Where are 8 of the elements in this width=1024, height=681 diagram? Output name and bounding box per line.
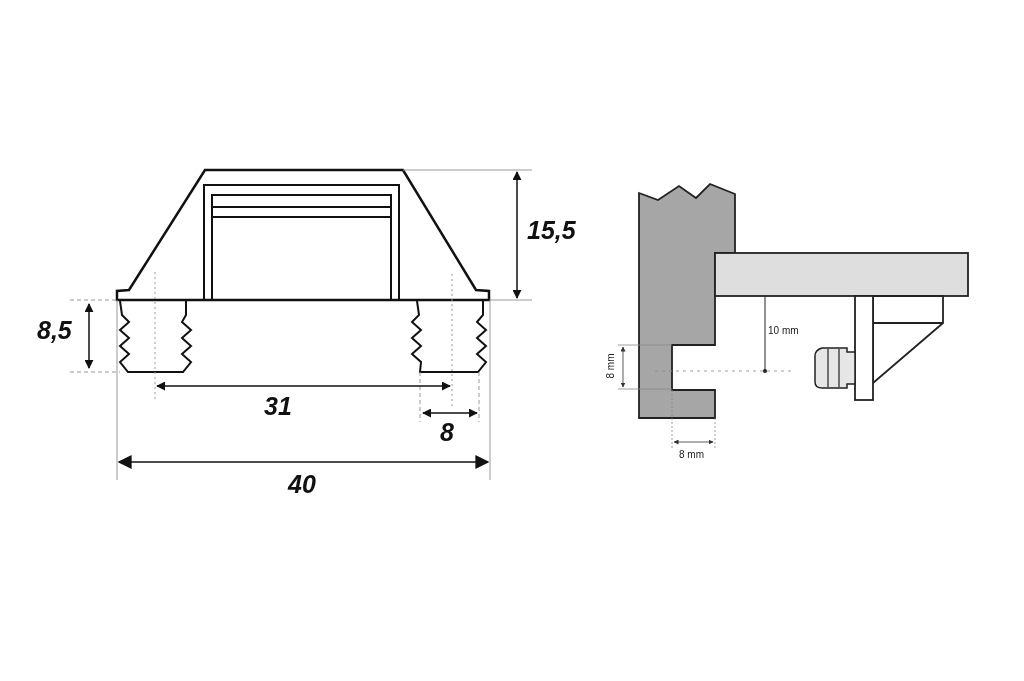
dimension-label: 40 — [288, 472, 316, 497]
dimension-label: 15,5 — [527, 218, 576, 243]
dimension-label: 8 mm — [605, 353, 616, 379]
dimension-label: 31 — [264, 394, 292, 419]
dimension-label: 8 — [440, 420, 454, 445]
dimension-label: 8,5 — [37, 318, 72, 343]
dimension-label: 10 mm — [768, 326, 799, 336]
dimension-label: 8 mm — [679, 450, 704, 460]
